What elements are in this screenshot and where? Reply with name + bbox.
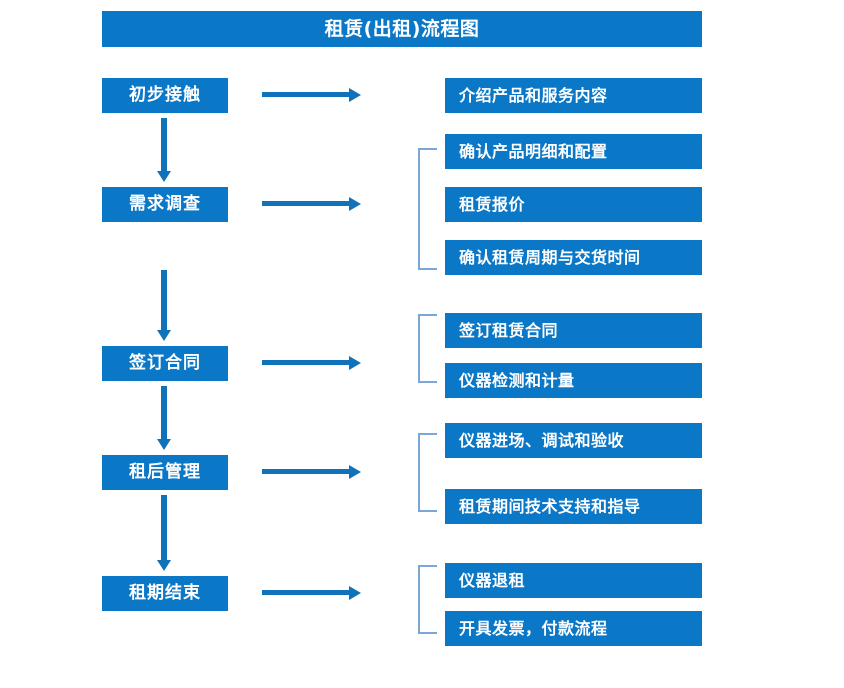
arrow-head	[157, 560, 171, 571]
arrow-head	[349, 197, 361, 211]
arrow-head	[349, 356, 361, 370]
detail-box-8[interactable]: 租赁期间技术支持和指导	[445, 489, 702, 524]
arrow-shaft	[161, 118, 167, 171]
vertical-arrow-3	[157, 386, 171, 450]
arrow-shaft	[262, 590, 350, 595]
group-bracket-3	[418, 314, 437, 383]
detail-box-5[interactable]: 签订租赁合同	[445, 313, 702, 348]
horizontal-arrow-1	[262, 87, 361, 103]
arrow-head	[157, 330, 171, 341]
horizontal-arrow-3	[262, 355, 361, 371]
horizontal-arrow-2	[262, 196, 361, 212]
arrow-head	[349, 586, 361, 600]
arrow-shaft	[262, 201, 350, 206]
horizontal-arrow-4	[262, 464, 361, 480]
arrow-head	[157, 439, 171, 450]
arrow-shaft	[161, 495, 167, 560]
stage-box-1[interactable]: 初步接触	[102, 78, 228, 113]
detail-box-2[interactable]: 确认产品明细和配置	[445, 134, 702, 169]
stage-box-2[interactable]: 需求调查	[102, 187, 228, 222]
group-bracket-5	[418, 565, 437, 634]
group-bracket-4	[418, 433, 437, 512]
stage-box-5[interactable]: 租期结束	[102, 576, 228, 611]
detail-box-3[interactable]: 租赁报价	[445, 187, 702, 222]
arrow-head	[349, 465, 361, 479]
vertical-arrow-4	[157, 495, 171, 571]
arrow-shaft	[262, 469, 350, 474]
detail-box-7[interactable]: 仪器进场、调试和验收	[445, 423, 702, 458]
vertical-arrow-1	[157, 118, 171, 182]
vertical-arrow-2	[157, 270, 171, 341]
arrow-shaft	[161, 386, 167, 439]
arrow-head	[349, 88, 361, 102]
arrow-shaft	[262, 92, 350, 97]
arrow-head	[157, 171, 171, 182]
detail-box-9[interactable]: 仪器退租	[445, 563, 702, 598]
stage-box-3[interactable]: 签订合同	[102, 346, 228, 381]
group-bracket-2	[418, 148, 437, 270]
horizontal-arrow-5	[262, 585, 361, 601]
detail-box-4[interactable]: 确认租赁周期与交货时间	[445, 240, 702, 275]
detail-box-6[interactable]: 仪器检测和计量	[445, 363, 702, 398]
page-title: 租赁(出租)流程图	[102, 11, 702, 47]
arrow-shaft	[161, 270, 167, 330]
detail-box-10[interactable]: 开具发票，付款流程	[445, 611, 702, 646]
arrow-shaft	[262, 360, 350, 365]
detail-box-1[interactable]: 介绍产品和服务内容	[445, 78, 702, 113]
stage-box-4[interactable]: 租后管理	[102, 455, 228, 490]
